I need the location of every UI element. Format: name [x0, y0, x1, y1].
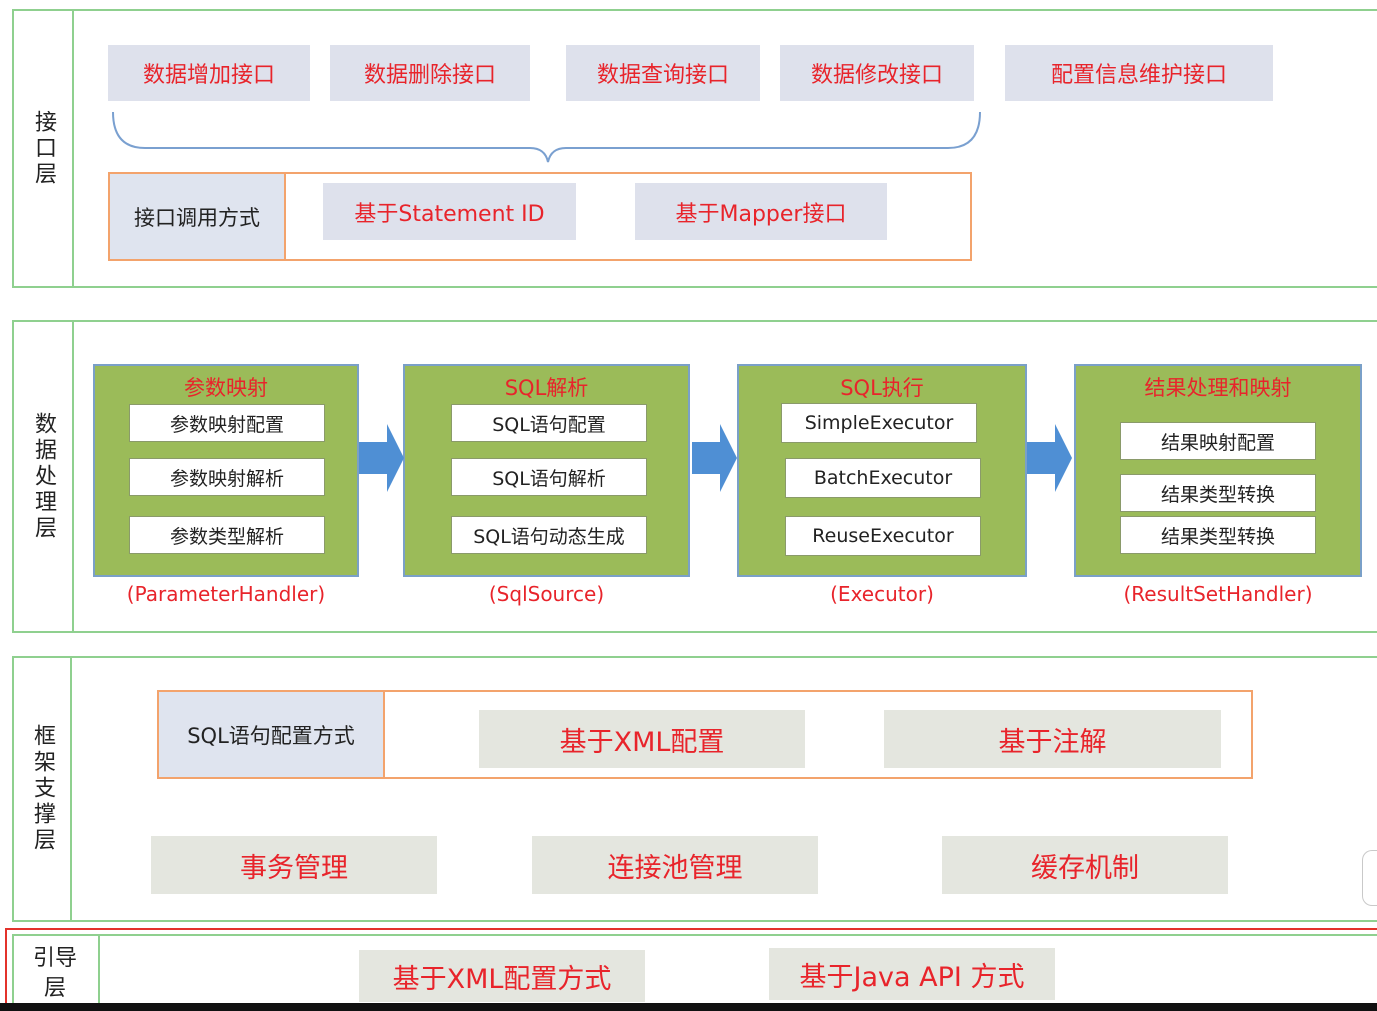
call-by-mapper: 基于Mapper接口 — [635, 183, 887, 240]
interface-layer-label: 接口层 — [14, 11, 74, 286]
data-processing-layer — [12, 320, 1377, 633]
framework-support-layer — [12, 656, 1377, 922]
boot-layer — [5, 928, 1377, 1011]
module-title: SQL执行 — [840, 376, 924, 400]
api-update: 数据修改接口 — [780, 45, 974, 101]
call-method-label: 接口调用方式 — [110, 174, 286, 259]
sql-config-frame — [157, 690, 1253, 779]
api-delete: 数据删除接口 — [330, 45, 530, 101]
sql-config-annotation: 基于注解 — [884, 710, 1221, 768]
module-caption: (SqlSource) — [488, 582, 605, 606]
module-item: ReuseExecutor — [785, 516, 981, 556]
scroll-handle[interactable] — [1362, 850, 1377, 906]
boot-layer-label: 引导层 — [32, 946, 77, 1001]
module-item: SQL语句解析 — [451, 458, 647, 496]
flow-arrow-icon — [1027, 424, 1072, 492]
module-item: SQL语句动态生成 — [451, 516, 647, 554]
module-item: 参数映射解析 — [129, 458, 325, 496]
api-brace — [112, 111, 981, 163]
boot-layer-label-cell — [14, 936, 100, 1011]
module-sql-execute: SQL执行 SimpleExecutor BatchExecutor Reuse… — [737, 364, 1027, 577]
flow-arrow-icon — [359, 424, 404, 492]
module-sql-parse: SQL解析 SQL语句配置 SQL语句解析 SQL语句动态生成 — [403, 364, 690, 577]
flow-arrow-icon — [692, 424, 737, 492]
module-item: 结果类型转换 — [1120, 516, 1316, 554]
api-config-maintain: 配置信息维护接口 — [1005, 45, 1273, 101]
feature-connection-pool: 连接池管理 — [532, 836, 818, 894]
api-create: 数据增加接口 — [108, 45, 310, 101]
module-item: BatchExecutor — [785, 458, 981, 498]
module-item: 参数类型解析 — [129, 516, 325, 554]
module-caption: (ResultSetHandler) — [1123, 582, 1313, 606]
call-by-statement-id: 基于Statement ID — [323, 183, 576, 240]
module-title: 结果处理和映射 — [1144, 376, 1292, 400]
call-method-frame — [108, 172, 972, 261]
module-item: 参数映射配置 — [129, 404, 325, 442]
module-item: SimpleExecutor — [781, 403, 977, 443]
module-parameter-mapping: 参数映射 参数映射配置 参数映射解析 参数类型解析 — [93, 364, 359, 577]
bottom-bar — [0, 1003, 1377, 1011]
sql-config-xml: 基于XML配置 — [479, 710, 805, 768]
feature-cache: 缓存机制 — [942, 836, 1228, 894]
module-title: 参数映射 — [184, 376, 268, 400]
module-item: 结果映射配置 — [1120, 422, 1316, 460]
boot-by-xml: 基于XML配置方式 — [359, 950, 645, 1002]
module-result-handling: 结果处理和映射 结果映射配置 结果类型转换 结果类型转换 — [1074, 364, 1362, 577]
module-caption: (Executor) — [830, 582, 934, 606]
boot-layer-inner — [12, 934, 1377, 1011]
data-processing-layer-label: 数据处理层 — [14, 322, 74, 631]
module-item: 结果类型转换 — [1120, 474, 1316, 512]
framework-support-layer-label: 框架支撑层 — [14, 658, 72, 920]
boot-by-java-api: 基于Java API 方式 — [769, 948, 1055, 1000]
module-caption: (ParameterHandler) — [126, 582, 326, 606]
module-item: SQL语句配置 — [451, 404, 647, 442]
feature-transaction: 事务管理 — [151, 836, 437, 894]
api-query: 数据查询接口 — [566, 45, 760, 101]
sql-config-label: SQL语句配置方式 — [159, 692, 385, 777]
module-title: SQL解析 — [504, 376, 589, 400]
interface-layer — [12, 9, 1377, 288]
